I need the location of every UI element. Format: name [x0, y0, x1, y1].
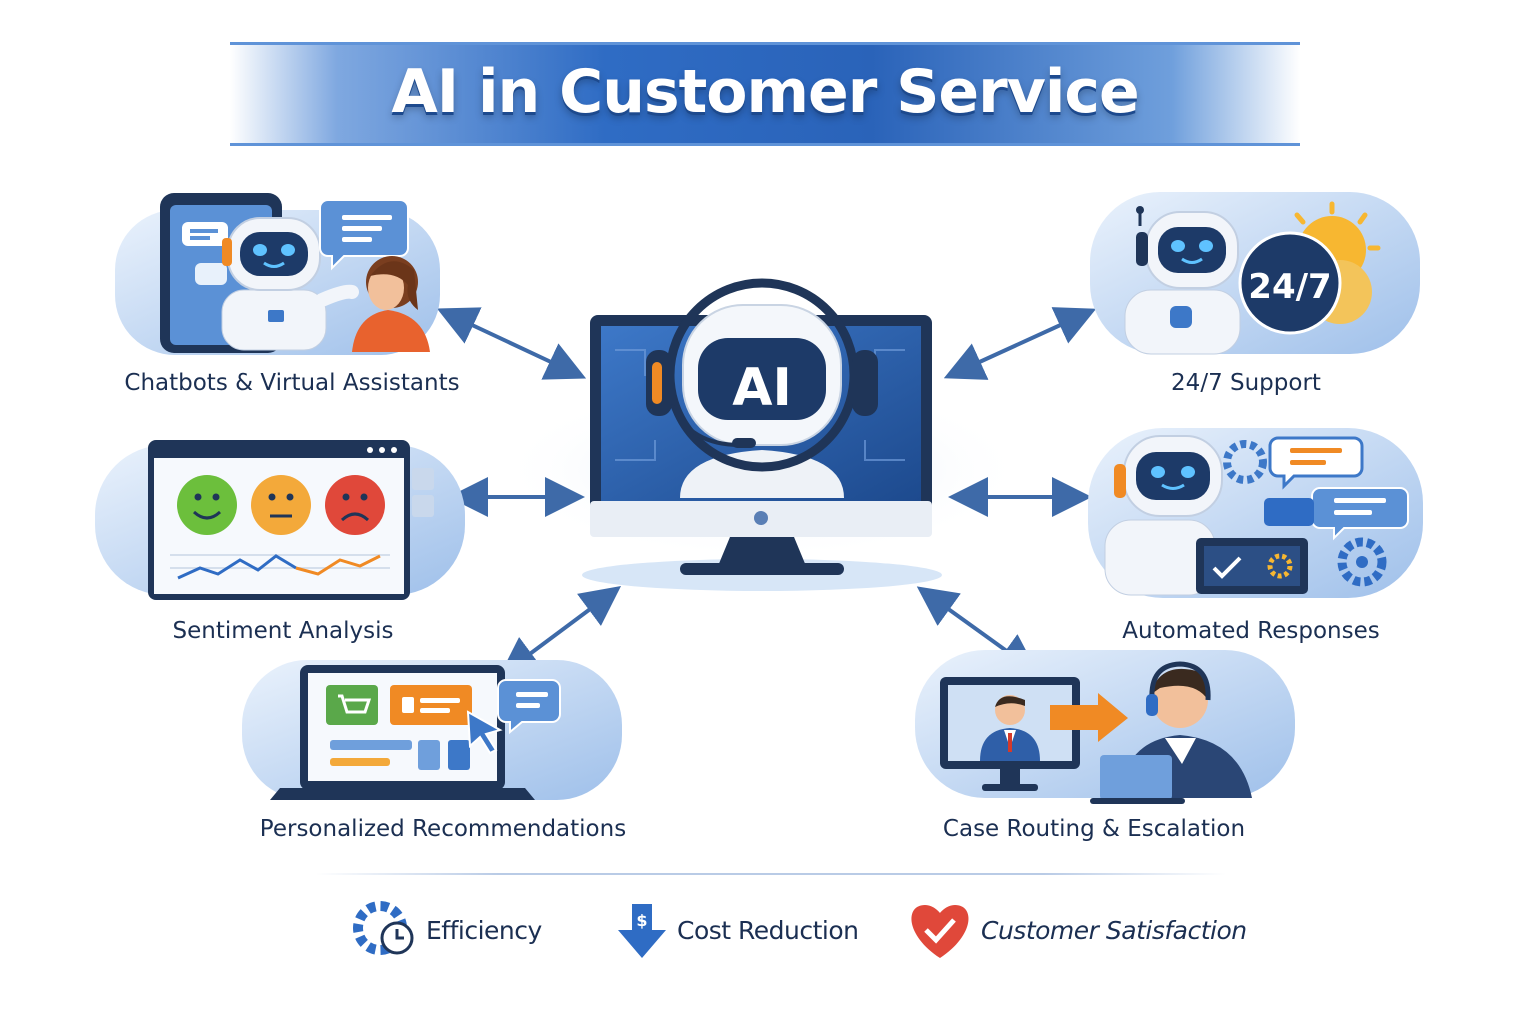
- benefit-cost-reduction-label: Cost Reduction: [677, 916, 859, 945]
- cart-icon: [326, 685, 378, 725]
- title-banner: AI in Customer Service: [230, 42, 1300, 146]
- support-24-7-badge: 24/7: [1248, 267, 1331, 307]
- sentiment-label: Sentiment Analysis: [173, 618, 394, 644]
- central-ai-monitor: AI: [497, 278, 1027, 591]
- heart-check-icon: [911, 905, 969, 958]
- arrow-recommendations: [498, 586, 622, 677]
- sad-face-icon: [325, 475, 385, 535]
- chatbots-label: Chatbots & Virtual Assistants: [124, 370, 459, 396]
- dollar-down-arrow-icon: $: [618, 904, 666, 958]
- neutral-face-icon: [251, 475, 311, 535]
- sentiment-illustration: [95, 440, 465, 600]
- gear-clock-icon: [353, 901, 414, 955]
- benefit-efficiency-label: Efficiency: [426, 916, 542, 945]
- connector-arrows: [436, 307, 1097, 677]
- chatbots-illustration: [115, 193, 440, 355]
- page-title: AI in Customer Service: [391, 57, 1139, 127]
- support-illustration: 24/7: [1090, 192, 1420, 355]
- svg-text:$: $: [636, 911, 647, 930]
- happy-face-icon: [177, 475, 237, 535]
- arrow-chatbots: [436, 307, 587, 380]
- thumbs-up-icon: [390, 685, 472, 725]
- recommendations-illustration: [242, 660, 622, 800]
- recommendations-label: Personalized Recommendations: [260, 816, 626, 842]
- arrow-support: [943, 307, 1097, 380]
- automated-label: Automated Responses: [1122, 618, 1379, 644]
- automated-illustration: [1088, 428, 1423, 598]
- benefits-divider: [316, 873, 1226, 875]
- routing-label: Case Routing & Escalation: [943, 816, 1245, 842]
- support-label: 24/7 Support: [1171, 370, 1321, 396]
- ai-screen-text: AI: [732, 358, 792, 418]
- benefit-customer-satisfaction-label: Customer Satisfaction: [981, 916, 1247, 945]
- routing-illustration: [915, 650, 1295, 804]
